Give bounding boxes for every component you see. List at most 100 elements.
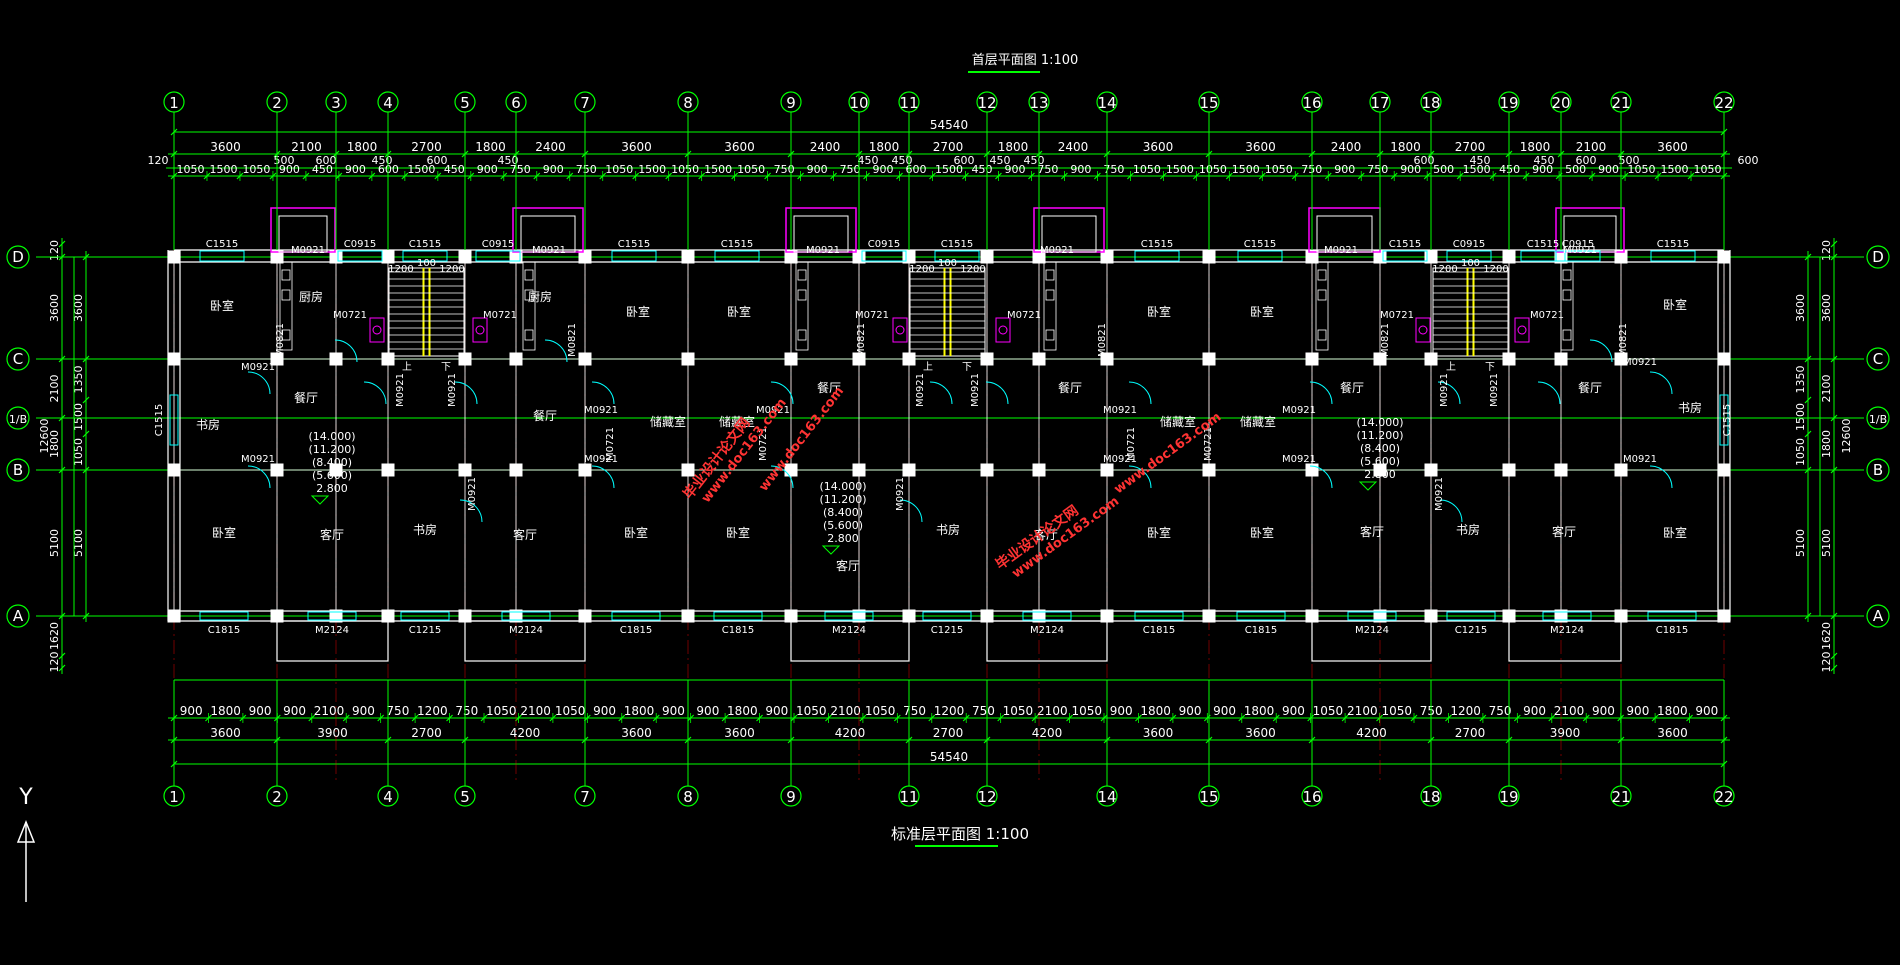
column bbox=[1305, 250, 1319, 264]
toilet bbox=[369, 317, 385, 343]
level-mark: (14.000) bbox=[308, 430, 355, 443]
door-swing bbox=[247, 371, 271, 395]
dim-text-offset: 450 bbox=[990, 154, 1011, 167]
window-label-side: C1515 bbox=[1722, 404, 1733, 436]
dim-text: 3600 bbox=[1657, 140, 1688, 154]
room-labels: 卧室厨房卧室卧室卧室卧室卧室厨房餐厅餐厅餐厅餐厅餐厅餐厅书房书房书房书房书房客厅… bbox=[196, 245, 1702, 573]
window-label-top: C1515 bbox=[618, 239, 650, 250]
toilet bbox=[472, 317, 488, 343]
window-bottom bbox=[1347, 611, 1397, 621]
door-swing bbox=[985, 381, 1009, 405]
dim-text: 500 bbox=[1565, 163, 1586, 176]
dim-text: 2400 bbox=[810, 140, 841, 154]
room-label-dining: 餐厅 bbox=[294, 390, 318, 405]
door-label-m0721: M0721 bbox=[1203, 427, 1214, 461]
dim-text: 1200 bbox=[1450, 704, 1481, 718]
room-label-dining: 餐厅 bbox=[817, 380, 841, 395]
dim-text-side: 5100 bbox=[48, 529, 61, 557]
dim-text-side: 1050 bbox=[1794, 438, 1807, 466]
toilet-bowl bbox=[895, 325, 905, 335]
window-bottom bbox=[199, 611, 249, 621]
column bbox=[167, 352, 181, 366]
column bbox=[1100, 250, 1114, 264]
column bbox=[1424, 250, 1438, 264]
window-top bbox=[1237, 250, 1283, 262]
column bbox=[681, 463, 695, 477]
door-swing bbox=[591, 381, 615, 405]
dim-text: 2100 bbox=[1037, 704, 1068, 718]
stair-outline bbox=[388, 267, 465, 357]
door-swing bbox=[1649, 371, 1673, 395]
window-top bbox=[1446, 250, 1492, 262]
column bbox=[458, 463, 472, 477]
appliance bbox=[281, 329, 291, 341]
door-label-m0721: M0721 bbox=[605, 427, 616, 461]
window-bottom bbox=[1236, 611, 1286, 621]
axis-label-top: 3 bbox=[331, 94, 341, 112]
toilet-bowl bbox=[475, 325, 485, 335]
stair-gap: 100 bbox=[417, 258, 436, 269]
room-label-kitchen: 厨房 bbox=[528, 289, 552, 304]
column bbox=[1554, 463, 1568, 477]
balcony bbox=[464, 620, 586, 662]
column bbox=[1717, 609, 1731, 623]
balcony bbox=[1311, 620, 1432, 662]
dim-text-offset: 600 bbox=[1576, 154, 1597, 167]
dim-text-offset: 600 bbox=[954, 154, 975, 167]
appliance bbox=[281, 289, 291, 301]
dim-text: 1050 bbox=[1628, 163, 1656, 176]
axis-label-bottom: 19 bbox=[1499, 788, 1518, 806]
window-label-top: C0915 bbox=[1453, 239, 1485, 250]
window-bottom bbox=[713, 611, 763, 621]
room-label-bedroom: 卧室 bbox=[626, 304, 650, 319]
appliance bbox=[797, 289, 807, 301]
appliance bbox=[1045, 329, 1055, 341]
window-label-bottom: C1215 bbox=[409, 625, 441, 636]
column bbox=[1502, 463, 1516, 477]
dim-text: 1500 bbox=[1232, 163, 1260, 176]
column bbox=[1614, 609, 1628, 623]
dim-text: 900 bbox=[696, 704, 719, 718]
axis-label-top: 16 bbox=[1302, 94, 1321, 112]
bay-inner bbox=[793, 215, 849, 253]
door-swing bbox=[1439, 499, 1463, 523]
axis-label-top: 7 bbox=[580, 94, 590, 112]
dim-text: 1800 bbox=[210, 704, 241, 718]
window-label-bottom: M2124 bbox=[315, 625, 349, 636]
column bbox=[167, 250, 181, 264]
dim-text: 450 bbox=[1499, 163, 1520, 176]
dim-text: 2700 bbox=[933, 140, 964, 154]
dim-text: 900 bbox=[1592, 704, 1615, 718]
column bbox=[852, 352, 866, 366]
dim-text-offset: 450 bbox=[892, 154, 913, 167]
dim-text: 900 bbox=[249, 704, 272, 718]
dim-text: 2700 bbox=[1455, 140, 1486, 154]
watermark-block: www.doc163.com bbox=[756, 384, 847, 494]
door-label-m0921: M0921 bbox=[584, 405, 618, 416]
door-label-m0921: M0921 bbox=[395, 373, 406, 407]
door-label-m0721: M0721 bbox=[333, 310, 367, 321]
window-bottom bbox=[1446, 611, 1496, 621]
appliance bbox=[1045, 269, 1055, 281]
dim-text: 1050 bbox=[242, 163, 270, 176]
stair-gap: 100 bbox=[1461, 258, 1480, 269]
room-label-bedroom: 卧室 bbox=[726, 525, 750, 540]
dim-text: 900 bbox=[1004, 163, 1025, 176]
column bbox=[1202, 463, 1216, 477]
door-swing bbox=[1128, 465, 1152, 489]
door-swing bbox=[770, 465, 794, 489]
column bbox=[1032, 250, 1046, 264]
dim-text: 1200 bbox=[417, 704, 448, 718]
door-label-m0721: M0721 bbox=[483, 310, 517, 321]
counter bbox=[522, 261, 536, 351]
axis-label-top: 10 bbox=[849, 94, 868, 112]
stair-dim: 1200 bbox=[1483, 264, 1508, 275]
door-swing bbox=[363, 381, 387, 405]
toilet-bowl bbox=[1418, 325, 1428, 335]
dim-text-offset: 500 bbox=[1619, 154, 1640, 167]
door-swing bbox=[770, 381, 794, 405]
dim-text: 3600 bbox=[724, 140, 755, 154]
dim-text: 1800 bbox=[347, 140, 378, 154]
dim-text: 2100 bbox=[314, 704, 345, 718]
